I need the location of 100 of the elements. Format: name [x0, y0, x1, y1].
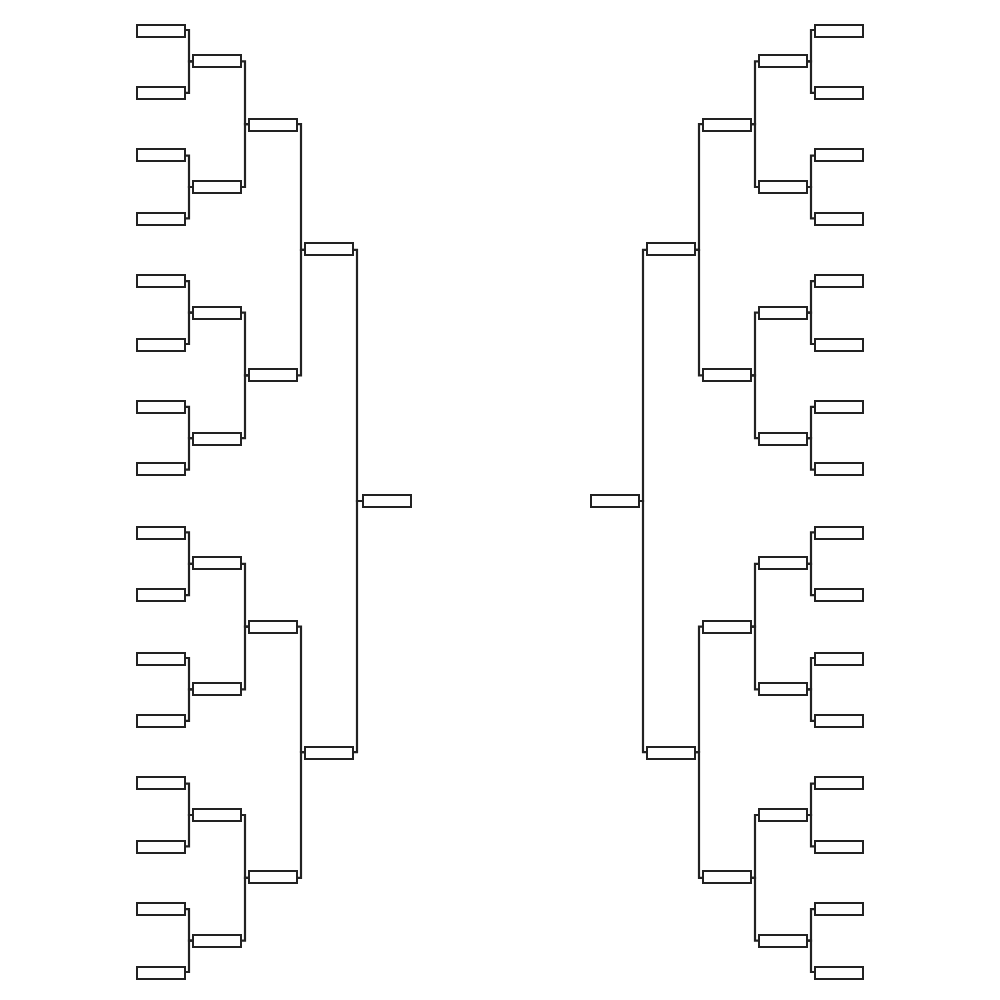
bracket-slot	[814, 651, 864, 665]
bracket-line	[640, 248, 646, 503]
bracket-line	[808, 562, 814, 597]
bracket-slot	[814, 902, 864, 917]
bracket-slot	[136, 965, 186, 979]
bracket-slot	[248, 619, 298, 634]
bracket-slot	[758, 180, 808, 194]
bracket-slot	[136, 211, 186, 226]
bracket-line	[186, 939, 192, 974]
bracket-line	[186, 782, 192, 817]
bracket-line	[752, 311, 758, 377]
bracket-slot	[814, 713, 864, 728]
bracket-line	[808, 782, 814, 817]
bracket-slot	[136, 399, 186, 414]
bracket-slot	[814, 462, 864, 477]
bracket-slot	[814, 776, 864, 791]
bracket-slot	[814, 85, 864, 100]
bracket-line	[808, 688, 814, 722]
bracket-slot	[814, 148, 864, 163]
bracket-line	[752, 60, 758, 126]
bracket-line	[242, 625, 248, 691]
bracket-line	[242, 374, 248, 440]
bracket-slot	[362, 494, 412, 508]
bracket-line	[186, 185, 192, 220]
bracket-line	[752, 625, 758, 691]
bracket-line	[186, 562, 192, 597]
bracket-slot	[814, 839, 864, 854]
bracket-slot	[192, 431, 242, 446]
bracket-slot	[192, 682, 242, 697]
bracket-line	[752, 876, 758, 942]
bracket-slot	[136, 85, 186, 100]
bracket-line	[242, 60, 248, 126]
bracket-line	[640, 499, 646, 754]
bracket-line	[696, 123, 702, 251]
bracket-line	[186, 813, 192, 848]
bracket-line	[186, 28, 192, 63]
bracket-line	[186, 531, 192, 565]
bracket-line	[808, 280, 814, 314]
bracket-slot	[136, 713, 186, 728]
bracket-slot	[758, 305, 808, 320]
bracket-line	[808, 60, 814, 94]
bracket-line	[298, 625, 304, 754]
bracket-line	[808, 908, 814, 942]
bracket-slot	[758, 682, 808, 697]
bracket-line	[752, 123, 758, 189]
bracket-slot	[646, 242, 696, 257]
bracket-line	[808, 311, 814, 346]
bracket-line	[186, 688, 192, 722]
bracket-line	[808, 185, 814, 220]
bracket-line	[186, 405, 192, 440]
bracket-line	[298, 248, 304, 377]
bracket-slot	[646, 745, 696, 760]
bracket-line	[752, 374, 758, 440]
bracket-line	[354, 499, 362, 754]
bracket-slot	[136, 651, 186, 665]
bracket-slot	[192, 808, 242, 822]
bracket-line	[242, 123, 248, 189]
bracket-slot	[814, 211, 864, 226]
bracket-line	[354, 248, 362, 503]
bracket-line	[242, 311, 248, 377]
bracket-slot	[814, 588, 864, 603]
bracket-line	[298, 123, 304, 251]
bracket-slot	[136, 902, 186, 917]
bracket-slot	[702, 870, 752, 885]
bracket-slot	[814, 965, 864, 979]
bracket-slot	[136, 274, 186, 289]
bracket-slot	[814, 274, 864, 289]
bracket-slot	[136, 462, 186, 477]
bracket-line	[808, 437, 814, 471]
bracket-slot	[136, 839, 186, 854]
bracket-line	[298, 751, 304, 879]
bracket-line	[186, 311, 192, 346]
bracket-line	[186, 656, 192, 691]
bracket-slot	[248, 870, 298, 885]
bracket-slot	[702, 368, 752, 383]
bracket-line	[696, 248, 702, 377]
bracket-slot	[702, 619, 752, 634]
bracket-line	[242, 562, 248, 628]
bracket-line	[186, 60, 192, 94]
bracket-line	[808, 813, 814, 848]
bracket-slot	[136, 525, 186, 540]
bracket-slot	[248, 368, 298, 383]
bracket-slot	[192, 556, 242, 571]
bracket-slot	[136, 588, 186, 603]
bracket-line	[808, 28, 814, 63]
bracket-line	[242, 813, 248, 879]
bracket-line	[696, 751, 702, 879]
bracket-line	[186, 437, 192, 471]
bracket-slot	[192, 180, 242, 194]
bracket-line	[186, 280, 192, 314]
bracket-slot	[814, 337, 864, 351]
bracket-slot	[136, 23, 186, 37]
bracket-slot	[136, 148, 186, 163]
bracket-line	[752, 562, 758, 628]
bracket-line	[186, 154, 192, 189]
bracket-line	[808, 405, 814, 440]
bracket-slot	[702, 117, 752, 132]
bracket-slot	[758, 808, 808, 822]
bracket-slot	[136, 337, 186, 351]
bracket-slot	[192, 305, 242, 320]
